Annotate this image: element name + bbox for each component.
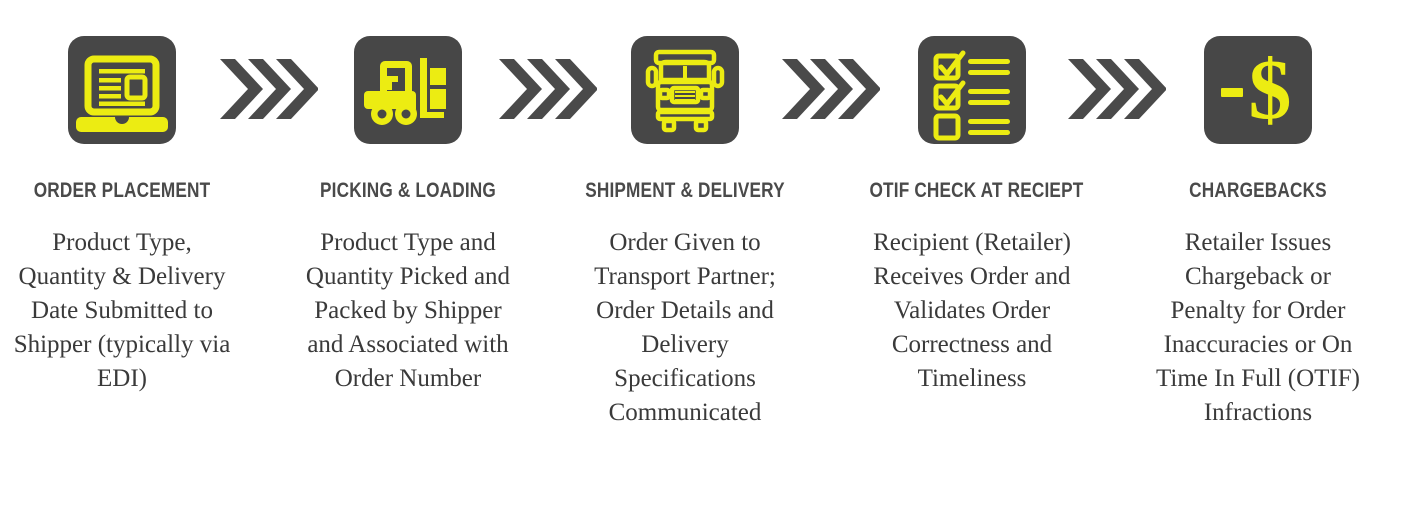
step-4-icon-tile [918, 36, 1026, 144]
step-4-body: Recipient (Retailer) Receives Order and … [873, 229, 1071, 392]
step-3-heading: SHIPMENT & DELIVERY [585, 179, 785, 202]
step-2-column: PICKING & LOADING Product Type and Quant… [283, 178, 533, 396]
step-3-body: Order Given to Transport Partner; Order … [594, 229, 776, 426]
step-1-icon-tile [68, 36, 176, 144]
step-1-column: ORDER PLACEMENT Product Type, Quantity &… [0, 178, 247, 396]
step-5-heading: CHARGEBACKS [1189, 179, 1327, 202]
triple-chevron-right-icon [782, 59, 880, 119]
icon-row: $ [0, 0, 1407, 178]
minus-dollar-icon: $ [1221, 41, 1292, 137]
step-4-column: OTIF CHECK AT RECIEPT Recipient (Retaile… [847, 178, 1097, 396]
step-1-body: Product Type, Quantity & Delivery Date S… [13, 229, 231, 392]
triple-chevron-right-icon [1068, 59, 1166, 119]
step-5-body: Retailer Issues Chargeback or Penalty fo… [1156, 229, 1360, 426]
connector-4 [1066, 57, 1166, 121]
step-1-heading: ORDER PLACEMENT [33, 179, 211, 202]
step-5-column: CHARGEBACKS Retailer Issues Chargeback o… [1133, 178, 1383, 430]
forklift-icon [364, 58, 446, 125]
checklist-icon [933, 50, 1010, 141]
step-2-heading: PICKING & LOADING [320, 179, 496, 202]
connector-3 [780, 57, 880, 121]
step-5-icon-tile: $ [1204, 36, 1312, 144]
svg-text:$: $ [1249, 41, 1292, 137]
triple-chevron-right-icon [499, 59, 597, 119]
truck-front-icon [645, 49, 725, 133]
step-4-heading: OTIF CHECK AT RECIEPT [869, 179, 1084, 202]
step-3-column: SHIPMENT & DELIVERY Order Given to Trans… [560, 178, 810, 430]
step-3-icon-tile [631, 36, 739, 144]
connector-2 [497, 57, 597, 121]
laptop-order-entry-icon [76, 55, 168, 132]
triple-chevron-right-icon [220, 59, 318, 119]
step-2-icon-tile [354, 36, 462, 144]
step-2-body: Product Type and Quantity Picked and Pac… [305, 229, 511, 392]
connector-1 [218, 57, 318, 121]
